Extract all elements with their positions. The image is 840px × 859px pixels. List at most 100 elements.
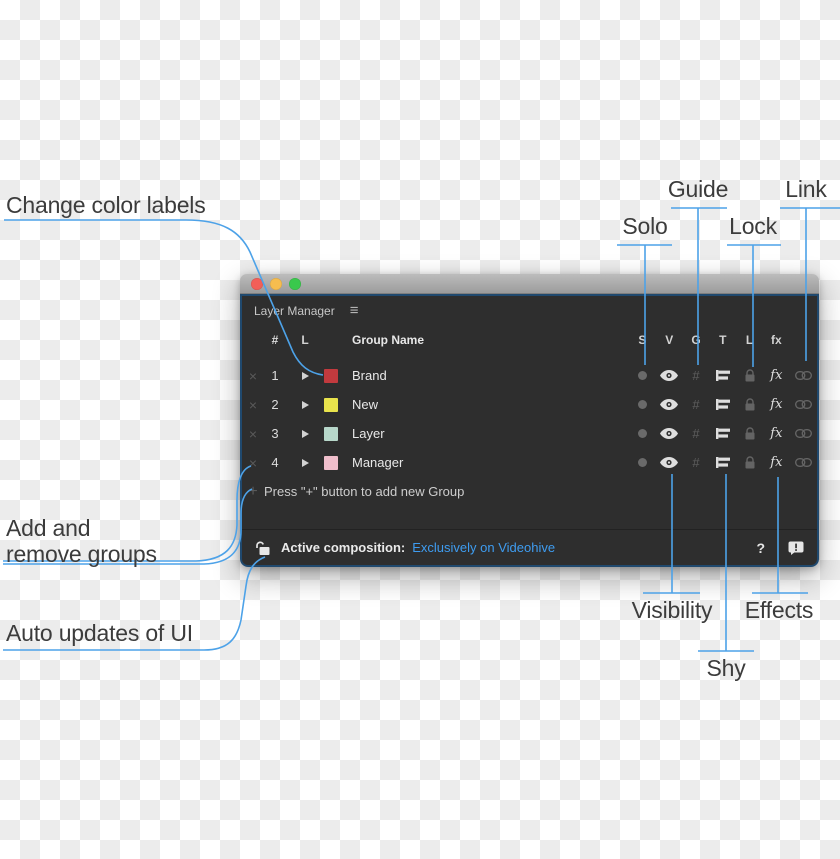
fx-icon: fx (770, 397, 783, 412)
solo-dot-icon (637, 400, 647, 409)
solo-toggle[interactable] (629, 397, 656, 412)
fx-icon: fx (770, 455, 783, 470)
shy-toggle[interactable] (709, 397, 736, 412)
help-button[interactable]: ? (756, 539, 765, 556)
group-number: 1 (271, 368, 279, 383)
annotation-effects: Effects (744, 597, 814, 623)
effects-toggle[interactable]: fx (763, 368, 790, 383)
hash-icon: # (692, 368, 700, 383)
visibility-toggle[interactable] (656, 368, 683, 383)
solo-dot-icon (637, 429, 647, 438)
solo-toggle[interactable] (629, 426, 656, 441)
group-name[interactable]: Brand (352, 368, 387, 383)
chain-link-icon (794, 429, 812, 438)
eye-icon (660, 399, 679, 410)
solo-toggle[interactable] (629, 455, 656, 470)
hash-icon: # (692, 397, 700, 412)
effects-toggle[interactable]: fx (763, 426, 790, 441)
videohive-link[interactable]: Exclusively on Videohive (412, 540, 556, 555)
color-label-swatch[interactable] (324, 368, 338, 383)
chain-link-icon (794, 371, 812, 380)
group-list: × 1 Brand # fx (242, 361, 817, 506)
link-toggle[interactable] (790, 397, 817, 412)
lock-icon (745, 427, 755, 440)
guide-toggle[interactable]: # (683, 397, 710, 412)
lock-toggle[interactable] (736, 455, 763, 470)
column-header-row: # L Group Name S V G T L fx (242, 331, 817, 349)
group-number: 2 (271, 397, 279, 412)
panel-title: Layer Manager (254, 304, 335, 318)
guide-toggle[interactable]: # (683, 455, 710, 470)
lock-toggle[interactable] (736, 426, 763, 441)
column-label: L (301, 333, 309, 347)
open-lock-icon[interactable] (255, 541, 270, 555)
speech-bubble-icon (788, 541, 804, 555)
group-name[interactable]: Manager (352, 455, 404, 470)
lock-toggle[interactable] (736, 368, 763, 383)
column-shy: T (719, 333, 727, 347)
group-name[interactable]: Layer (352, 426, 385, 441)
solo-toggle[interactable] (629, 368, 656, 383)
delete-group-icon[interactable]: × (248, 367, 258, 384)
color-label-swatch[interactable] (324, 397, 338, 412)
guide-toggle[interactable]: # (683, 368, 710, 383)
group-row: × 3 Layer # fx (242, 419, 817, 448)
visibility-toggle[interactable] (656, 397, 683, 412)
add-group-hint: Press "+" button to add new Group (264, 484, 465, 499)
eye-icon (660, 428, 679, 439)
hash-icon: # (692, 426, 700, 441)
expand-arrow-icon[interactable] (286, 400, 324, 409)
lock-icon (745, 369, 755, 382)
visibility-toggle[interactable] (656, 426, 683, 441)
add-group-row: + Press "+" button to add new Group (242, 477, 817, 506)
column-solo: S (638, 333, 647, 347)
expand-arrow-icon[interactable] (286, 371, 324, 380)
group-row: × 2 New # fx (242, 390, 817, 419)
expand-arrow-icon[interactable] (286, 429, 324, 438)
close-traffic-light[interactable] (251, 277, 263, 290)
shy-toggle[interactable] (709, 455, 736, 470)
column-guide: G (691, 333, 701, 347)
hamburger-menu-icon[interactable]: ≡ (349, 302, 359, 319)
visibility-toggle[interactable] (656, 455, 683, 470)
delete-group-icon[interactable]: × (248, 425, 258, 442)
annotation-visibility: Visibility (631, 597, 713, 623)
lock-toggle[interactable] (736, 397, 763, 412)
link-toggle[interactable] (790, 426, 817, 441)
delete-group-icon[interactable]: × (248, 454, 258, 471)
link-toggle[interactable] (790, 368, 817, 383)
eye-icon (660, 457, 679, 468)
column-number: # (271, 333, 279, 347)
add-group-button[interactable]: + (248, 482, 258, 500)
delete-group-icon[interactable]: × (248, 396, 258, 413)
group-number: 3 (271, 426, 279, 441)
window-titlebar[interactable] (240, 274, 819, 294)
annotation-add-remove-line2: remove groups (6, 541, 157, 567)
column-effects: fx (771, 333, 782, 347)
column-visibility: V (665, 333, 674, 347)
group-name[interactable]: New (352, 397, 379, 412)
zoom-traffic-light[interactable] (289, 277, 301, 290)
effects-toggle[interactable]: fx (763, 455, 790, 470)
expand-arrow-icon[interactable] (286, 458, 324, 467)
shy-icon (715, 457, 730, 468)
effects-toggle[interactable]: fx (763, 397, 790, 412)
guide-toggle[interactable]: # (683, 426, 710, 441)
color-label-swatch[interactable] (324, 426, 338, 441)
annotation-add-remove-groups: Add and remove groups (6, 515, 157, 567)
color-label-swatch[interactable] (324, 455, 338, 470)
chain-link-icon (794, 400, 812, 409)
solo-dot-icon (637, 371, 647, 380)
annotation-lock: Lock (729, 213, 777, 239)
shy-toggle[interactable] (709, 426, 736, 441)
minimize-traffic-light[interactable] (270, 277, 282, 290)
active-composition-label: Active composition: (281, 540, 406, 555)
shy-toggle[interactable] (709, 368, 736, 383)
fx-icon: fx (770, 368, 783, 383)
feedback-icon[interactable] (788, 541, 804, 555)
annotation-shy: Shy (706, 655, 746, 681)
lock-icon (745, 456, 755, 469)
link-toggle[interactable] (790, 455, 817, 470)
annotation-link: Link (785, 176, 827, 202)
